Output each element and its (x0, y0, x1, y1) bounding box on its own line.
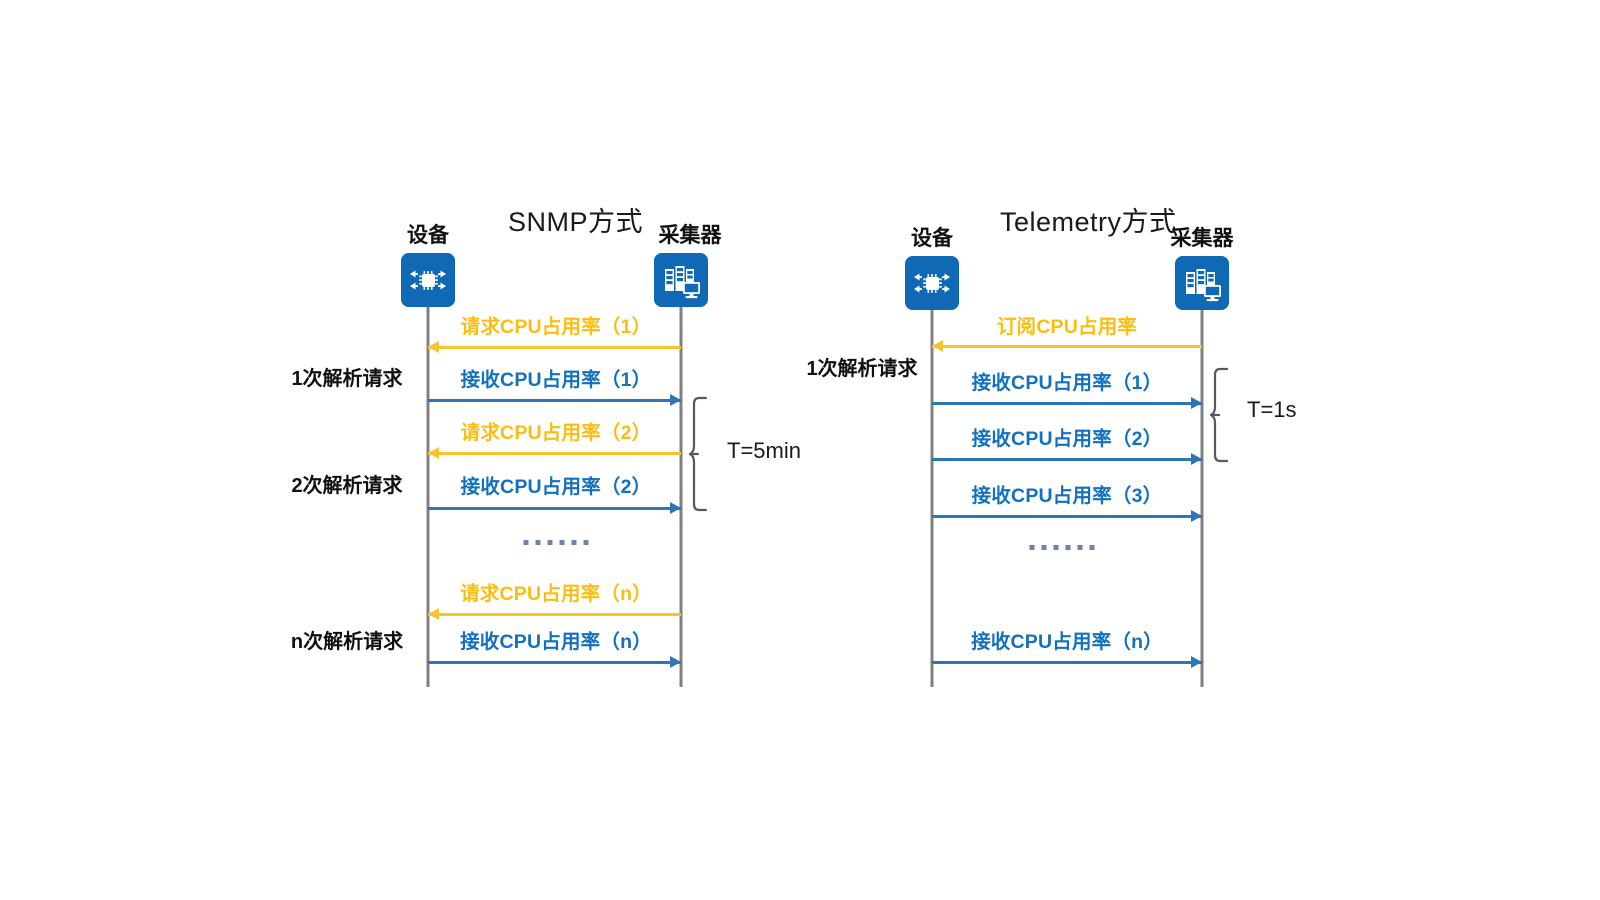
telemetry-arrowhead-2 (1191, 453, 1202, 465)
telemetry-panel-title: Telemetry方式 (1000, 207, 1177, 237)
snmp-message-label-0: 请求CPU占用率（1） (460, 316, 652, 338)
telemetry-message-label-3: 接收CPU占用率（3） (971, 485, 1163, 507)
telemetry-message-label-1: 接收CPU占用率（1） (971, 372, 1163, 394)
snmp-message-label-1: 接收CPU占用率（1） (460, 369, 652, 391)
telemetry-message-label-0: 订阅CPU占用率 (996, 316, 1138, 338)
telemetry-arrowhead-1 (1191, 397, 1202, 409)
snmp-right-actor-label: 采集器 (658, 224, 722, 247)
snmp-message-label-6: 接收CPU占用率（n） (460, 631, 652, 653)
snmp-arrow-6 (428, 661, 681, 664)
snmp-message-label-5: 请求CPU占用率（n） (460, 583, 652, 605)
telemetry-right-lifeline (1200, 310, 1204, 687)
snmp-side-label-1: 2次解析请求 (291, 475, 403, 497)
snmp-period-label: T=5min (727, 438, 801, 463)
snmp-arrow-5 (428, 613, 681, 616)
snmp-arrow-2 (428, 452, 681, 455)
telemetry-left-lifeline (930, 310, 934, 687)
telemetry-arrow-2 (932, 458, 1202, 461)
snmp-message-label-2: 请求CPU占用率（2） (460, 422, 652, 444)
network-device-icon (905, 256, 959, 310)
telemetry-arrowhead-3 (1191, 510, 1202, 522)
telemetry-period-brace (1210, 367, 1236, 463)
telemetry-period-label: T=1s (1247, 397, 1297, 422)
snmp-arrowhead-0 (428, 341, 439, 353)
snmp-message-label-3: 接收CPU占用率（2） (460, 476, 652, 498)
snmp-arrow-0 (428, 346, 681, 349)
telemetry-right-actor-label: 采集器 (1170, 227, 1234, 250)
snmp-period-brace (689, 396, 715, 512)
telemetry-left-actor-label: 设备 (911, 227, 953, 250)
telemetry-arrow-3 (932, 515, 1202, 518)
telemetry-message-label-2: 接收CPU占用率（2） (971, 428, 1163, 450)
snmp-panel-title: SNMP方式 (508, 207, 644, 237)
snmp-arrow-3 (428, 507, 681, 510)
collector-server-icon (654, 253, 708, 307)
snmp-left-lifeline (426, 307, 430, 687)
snmp-arrowhead-3 (670, 502, 681, 514)
snmp-left-actor-label: 设备 (407, 224, 449, 247)
snmp-side-label-2: n次解析请求 (290, 631, 404, 653)
telemetry-arrowhead-0 (932, 340, 943, 352)
collector-server-icon (1175, 256, 1229, 310)
telemetry-arrow-5 (932, 661, 1202, 664)
telemetry-arrow-1 (932, 402, 1202, 405)
telemetry-message-label-5: 接收CPU占用率（n） (971, 631, 1163, 653)
network-device-icon (401, 253, 455, 307)
telemetry-arrow-0 (932, 345, 1202, 348)
snmp-right-lifeline (679, 307, 683, 687)
snmp-arrowhead-5 (428, 608, 439, 620)
snmp-side-label-0: 1次解析请求 (291, 368, 403, 390)
snmp-arrowhead-1 (670, 394, 681, 406)
telemetry-side-label-0: 1次解析请求 (806, 358, 918, 380)
telemetry-ellipsis (1029, 545, 1095, 550)
telemetry-arrowhead-5 (1191, 656, 1202, 668)
snmp-arrowhead-2 (428, 447, 439, 459)
snmp-ellipsis (523, 540, 589, 545)
snmp-arrow-1 (428, 399, 681, 402)
snmp-arrowhead-6 (670, 656, 681, 668)
